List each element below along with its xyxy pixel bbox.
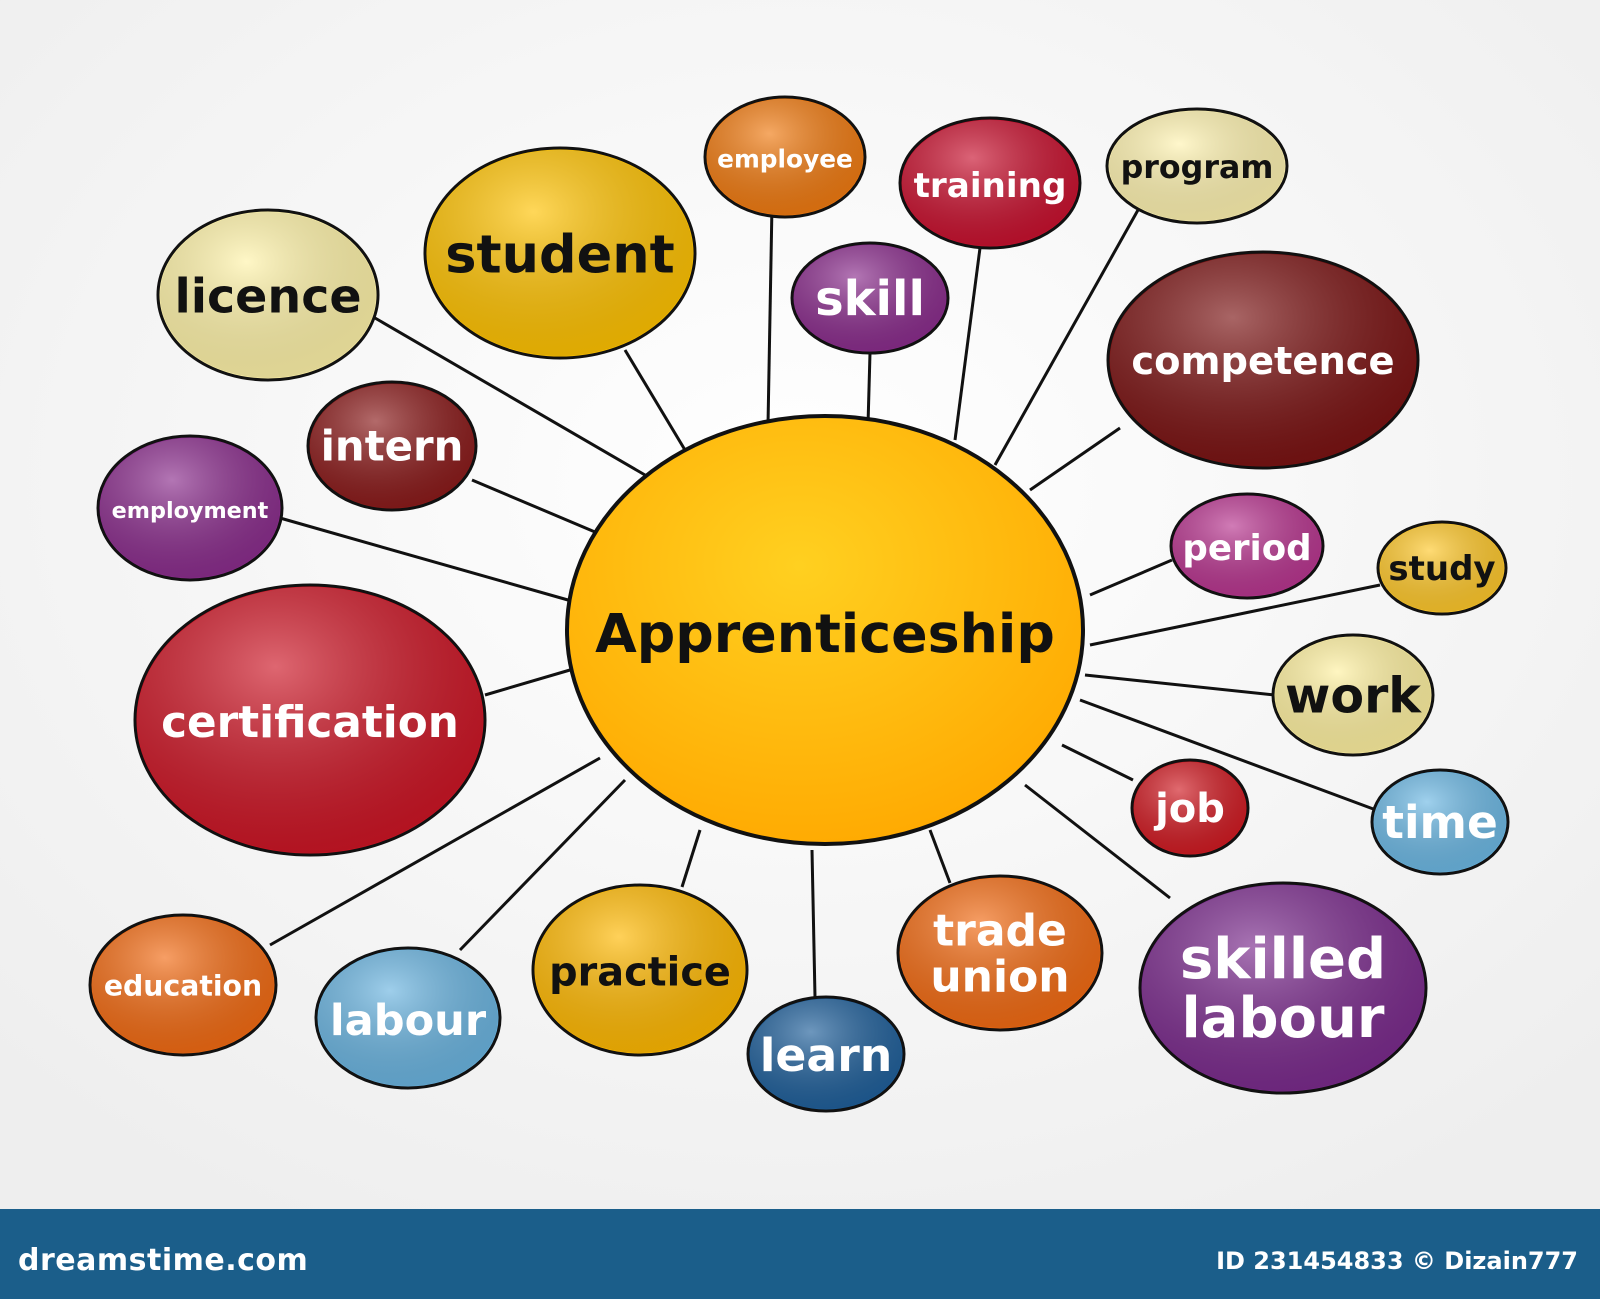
node-label-time: time xyxy=(1382,796,1498,849)
center-node-label: Apprenticeship xyxy=(595,602,1055,665)
node-label-trade-union-1: trade xyxy=(933,905,1067,956)
node-label-practice: practice xyxy=(549,949,731,995)
connector-skill xyxy=(866,352,872,426)
node-study: study xyxy=(1376,520,1508,616)
node-shade-study xyxy=(1380,524,1504,612)
node-label-trade-union-2: union xyxy=(930,952,1069,1003)
footer-bar: dreamstime.com ID 231454833 © Dizain777 xyxy=(0,1209,1600,1299)
node-shade-certification xyxy=(137,587,483,853)
node-shade-competence xyxy=(1110,254,1416,466)
node-program: program xyxy=(1105,107,1289,225)
connector-study xyxy=(1089,583,1381,647)
node-education: education xyxy=(88,913,278,1057)
node-shade-labour xyxy=(318,950,498,1086)
node-employment: employment xyxy=(96,434,284,582)
satellite-nodes: employee training program student licence ski… xyxy=(88,95,1510,1113)
connector-practice xyxy=(680,829,702,888)
node-label-learn: learn xyxy=(760,1029,893,1082)
node-competence: competence xyxy=(1106,250,1420,470)
node-label-period: period xyxy=(1182,528,1311,569)
connector-program xyxy=(993,209,1140,466)
connector-intern xyxy=(471,478,596,534)
connector-lines xyxy=(269,149,1381,998)
node-label-training: training xyxy=(914,166,1067,206)
mind-map-diagram: Apprenticeship employee training program st… xyxy=(0,0,1600,1209)
node-shade-work xyxy=(1275,637,1431,753)
node-label-program: program xyxy=(1121,150,1274,186)
node-label-intern: intern xyxy=(321,422,464,471)
node-label-skilled-labour-2: labour xyxy=(1181,986,1384,1051)
connector-licence xyxy=(374,316,646,477)
node-shade-intern xyxy=(310,384,474,508)
connector-labour xyxy=(458,778,627,952)
node-shade-student xyxy=(427,150,693,356)
node-labour: labour xyxy=(314,946,502,1090)
connector-period xyxy=(1089,558,1173,597)
node-label-employment: employment xyxy=(112,498,269,524)
node-skill: skill xyxy=(790,241,950,355)
node-label-certification: certification xyxy=(161,697,459,748)
node-student: student xyxy=(423,146,697,360)
node-shade-licence xyxy=(160,212,376,378)
node-shade-employee xyxy=(707,99,863,215)
center-node-shape xyxy=(565,414,1085,846)
node-job: job xyxy=(1130,758,1250,858)
node-employee: employee xyxy=(703,95,867,219)
node-certification: certification xyxy=(133,583,487,857)
node-label-licence: licence xyxy=(174,270,361,325)
node-shade-skilled-labour xyxy=(1142,885,1424,1091)
node-shade-program xyxy=(1109,111,1285,221)
connector-competence xyxy=(1029,426,1121,492)
node-shade-training xyxy=(902,120,1078,246)
node-licence: licence xyxy=(156,208,380,382)
node-label-employee: employee xyxy=(717,145,853,174)
connector-trade-union xyxy=(928,829,952,884)
connector-learn xyxy=(810,849,817,998)
footer-image-id: ID 231454833 © Dizain777 xyxy=(1216,1247,1578,1275)
node-shade-education xyxy=(92,917,274,1053)
node-intern: intern xyxy=(306,380,478,512)
connector-employment xyxy=(279,516,569,602)
node-training: training xyxy=(898,116,1082,250)
connector-certification xyxy=(484,668,571,697)
node-practice: practice xyxy=(531,883,749,1057)
node-label-job: job xyxy=(1153,786,1225,832)
connector-work xyxy=(1084,673,1276,697)
node-time: time xyxy=(1370,768,1510,876)
connector-time xyxy=(1079,698,1377,812)
node-shade-employment xyxy=(100,438,280,578)
node-label-study: study xyxy=(1388,549,1495,589)
node-label-education: education xyxy=(104,970,262,1003)
node-shade-learn xyxy=(750,999,902,1109)
connector-training xyxy=(953,247,982,441)
connector-job xyxy=(1061,743,1134,782)
node-label-student: student xyxy=(445,225,674,286)
node-shade-trade-union xyxy=(900,878,1100,1028)
node-shade-period xyxy=(1173,496,1321,596)
node-period: period xyxy=(1169,492,1325,600)
node-label-work: work xyxy=(1285,667,1422,725)
node-label-skill: skill xyxy=(815,271,925,327)
node-shade-practice xyxy=(535,887,745,1053)
node-shade-job xyxy=(1134,762,1246,854)
node-label-skilled-labour-1: skilled xyxy=(1180,927,1386,992)
connector-education xyxy=(269,756,601,947)
node-shade-skill xyxy=(794,245,946,351)
center-node: Apprenticeship xyxy=(565,414,1085,846)
connector-skilled-labour xyxy=(1024,783,1171,900)
connector-student xyxy=(623,349,690,456)
footer-site-name: dreamstime.com xyxy=(18,1243,309,1278)
node-learn: learn xyxy=(746,995,906,1113)
node-label-competence: competence xyxy=(1131,339,1394,384)
node-work: work xyxy=(1271,633,1435,757)
node-label-labour: labour xyxy=(330,996,487,1046)
node-shade-time xyxy=(1374,772,1506,872)
